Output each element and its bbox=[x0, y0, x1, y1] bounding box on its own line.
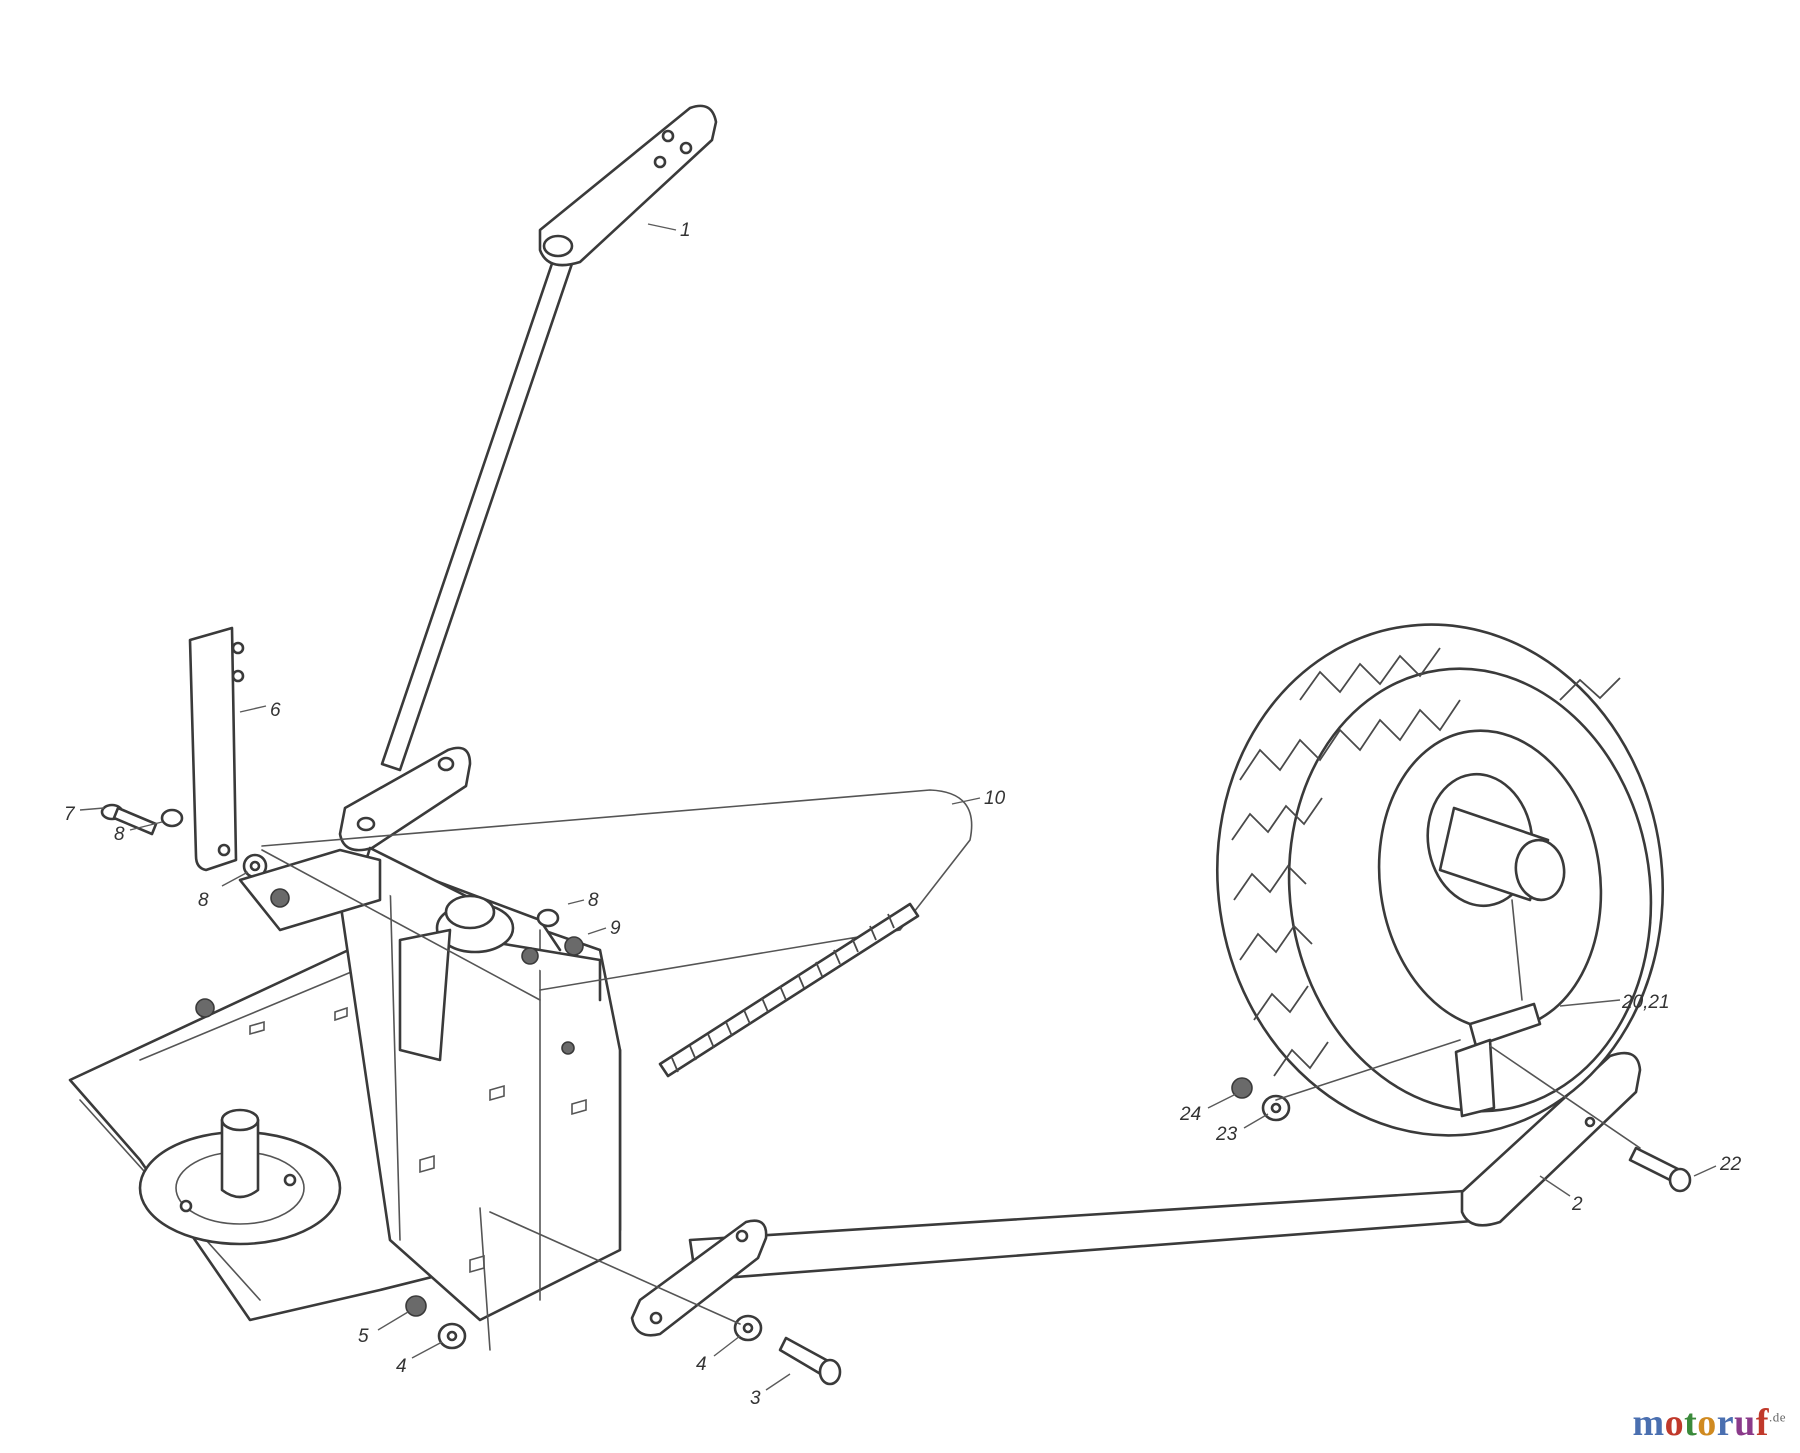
logo-o1: o bbox=[1664, 1402, 1685, 1444]
fasteners-lower bbox=[405, 1207, 842, 1386]
logo-f: f bbox=[1755, 1402, 1769, 1444]
nut-washer-8-9 bbox=[536, 908, 584, 956]
spring bbox=[658, 902, 920, 1078]
watermark-logo: motoruf.de bbox=[1632, 1401, 1786, 1445]
label-24: 24 bbox=[1179, 1104, 1201, 1125]
label-4-a: 4 bbox=[396, 1356, 407, 1377]
wheel bbox=[1215, 623, 1665, 1137]
label-7: 7 bbox=[64, 804, 76, 825]
label-9: 9 bbox=[610, 918, 621, 939]
label-8-c: 8 bbox=[588, 890, 599, 911]
logo-m: m bbox=[1632, 1402, 1665, 1444]
part-labels: 1 6 7 8 8 8 9 10 20,21 24 23 22 2 5 4 4 … bbox=[64, 220, 1742, 1409]
label-5: 5 bbox=[358, 1326, 369, 1347]
label-1: 1 bbox=[680, 220, 691, 241]
wheel-fasteners bbox=[1231, 1039, 1692, 1193]
logo-suffix: .de bbox=[1768, 1409, 1786, 1425]
belt-part-10 bbox=[261, 789, 973, 1001]
label-10: 10 bbox=[984, 788, 1006, 809]
label-2: 2 bbox=[1571, 1194, 1583, 1215]
label-23: 23 bbox=[1215, 1124, 1238, 1145]
bolt-part-7 bbox=[100, 803, 268, 879]
logo-o2: o bbox=[1697, 1402, 1717, 1444]
label-8-a: 8 bbox=[114, 824, 125, 845]
housing-frame bbox=[68, 846, 622, 1322]
rod-lower-part-2 bbox=[630, 1051, 1642, 1337]
label-8-b: 8 bbox=[198, 890, 209, 911]
logo-r: r bbox=[1716, 1402, 1735, 1444]
label-6: 6 bbox=[270, 700, 281, 721]
label-4-b: 4 bbox=[696, 1354, 707, 1375]
logo-t: t bbox=[1684, 1402, 1698, 1444]
label-20-21: 20,21 bbox=[1621, 992, 1670, 1013]
bracket-part-6 bbox=[188, 626, 245, 872]
label-22: 22 bbox=[1719, 1154, 1742, 1175]
rod-upper-part-1 bbox=[338, 104, 718, 852]
logo-u: u bbox=[1734, 1402, 1756, 1444]
label-3: 3 bbox=[750, 1388, 761, 1409]
tire-tread bbox=[1231, 647, 1621, 1077]
leader-lines bbox=[79, 223, 1717, 1391]
